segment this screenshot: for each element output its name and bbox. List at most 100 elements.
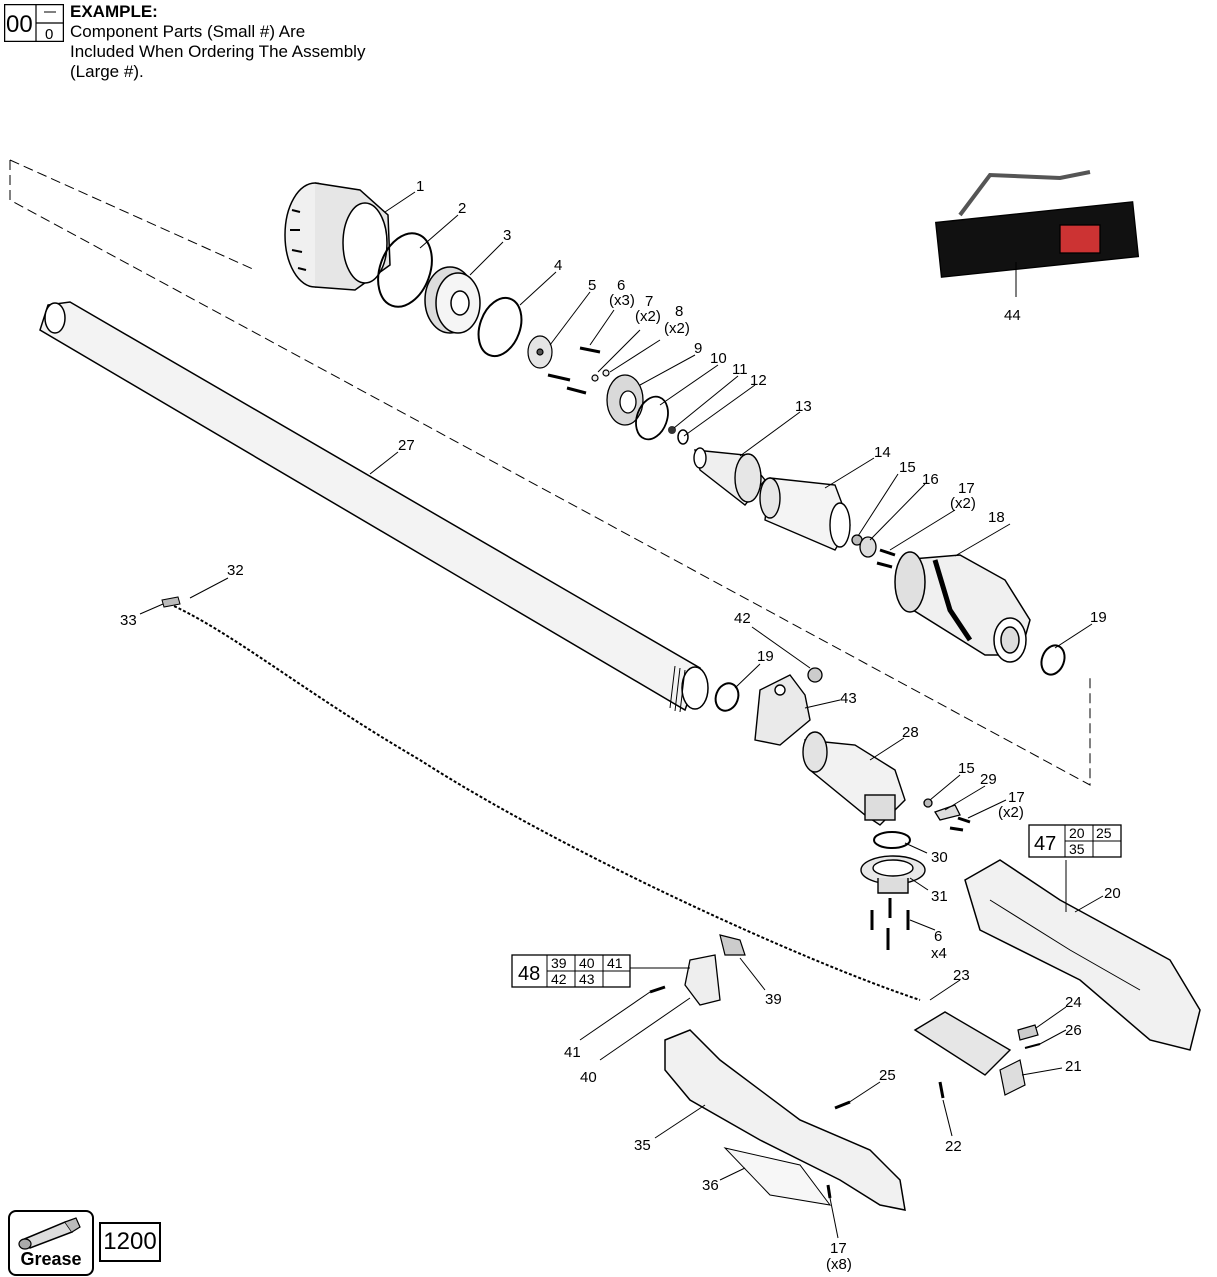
callout-2: 2 — [458, 200, 466, 217]
callout-3: 3 — [503, 227, 511, 244]
callout-27: 27 — [398, 437, 415, 454]
example-line-2: Included When Ordering The Assembly — [70, 42, 366, 61]
part-36-label — [723, 1147, 832, 1206]
callout-15-lower: 15 — [958, 760, 975, 777]
part-42-nut — [807, 667, 823, 683]
callout-17-lower-qty: (x8) — [826, 1256, 852, 1273]
callout-4: 4 — [554, 257, 562, 274]
part-18-gear-housing — [894, 551, 1031, 663]
assembly-47-table: 47 20 25 35 — [1028, 824, 1122, 858]
part-14-motor-can — [759, 477, 851, 551]
callout-36: 36 — [702, 1177, 719, 1194]
callout-6-lower: 6 — [934, 928, 942, 945]
callout-6: 6 — [617, 277, 625, 294]
callout-17-mid: 17 — [1008, 789, 1025, 806]
part-26-spring — [1024, 1043, 1041, 1049]
assembly-48-part-39: 39 — [551, 955, 567, 971]
callout-28: 28 — [902, 724, 919, 741]
part-24-clip — [1017, 1024, 1039, 1041]
part-44-carry-strap — [935, 170, 1140, 278]
part-20-housing-half — [964, 859, 1201, 1051]
callout-10: 10 — [710, 350, 727, 367]
part-3-cap — [424, 266, 481, 334]
grease-badge: Grease — [8, 1210, 94, 1276]
callout-1: 1 — [416, 178, 424, 195]
callout-32: 32 — [227, 562, 244, 579]
callout-35: 35 — [634, 1137, 651, 1154]
assembly-48-part-41: 41 — [607, 955, 623, 971]
part-10-oring — [635, 395, 669, 441]
callout-19-lower: 19 — [757, 648, 774, 665]
grease-tube-icon — [18, 1217, 81, 1250]
part-17-screws-lower — [826, 1184, 832, 1199]
part-32-33-wire — [164, 601, 921, 1001]
part-21-switch — [999, 1059, 1026, 1096]
part-22-screw — [938, 1081, 945, 1099]
callout-20: 20 — [1104, 885, 1121, 902]
callout-11: 11 — [732, 361, 748, 378]
callout-42: 42 — [734, 610, 751, 627]
assembly-48-part-43: 43 — [579, 971, 595, 987]
callout-43: 43 — [840, 690, 857, 707]
callout-44: 44 — [1004, 307, 1021, 324]
part-15-29-small — [923, 798, 971, 832]
part-25-screw — [834, 1100, 851, 1110]
part-28-angle-head — [802, 731, 906, 826]
callout-33: 33 — [120, 612, 137, 629]
part-41-screw — [649, 985, 666, 994]
part-13-motor — [693, 447, 766, 506]
part-9-bracket — [606, 374, 644, 426]
part-19-oring-lower — [714, 682, 740, 712]
callout-12: 12 — [750, 372, 767, 389]
part-1-collar — [284, 182, 391, 291]
callout-17: 17 — [958, 480, 975, 497]
part-40-clamp — [684, 954, 721, 1006]
callout-31: 31 — [931, 888, 948, 905]
part-12-ring — [677, 429, 689, 445]
extension-tube — [39, 301, 709, 713]
part-30-oring — [873, 831, 911, 849]
part-5-plate — [527, 335, 553, 369]
callout-6-qty: (x3) — [609, 292, 635, 309]
callout-8: 8 — [675, 303, 683, 320]
callout-numbers: 1 2 3 4 5 6 (x3) 7 (x2) 8 (x2) 9 10 11 1… — [120, 178, 1121, 1273]
callout-29: 29 — [980, 771, 997, 788]
callout-40: 40 — [580, 1069, 597, 1086]
callout-13: 13 — [795, 398, 812, 415]
callout-15: 15 — [899, 459, 916, 476]
callout-21: 21 — [1065, 1058, 1082, 1075]
assembly-47-part-20: 20 — [1069, 825, 1085, 841]
example-line-3: (Large #). — [70, 62, 144, 81]
callout-41: 41 — [564, 1044, 581, 1061]
callout-22: 22 — [945, 1138, 962, 1155]
callout-18: 18 — [988, 509, 1005, 526]
part-19-oring-upper — [1040, 644, 1066, 676]
screws-6-7-8 — [547, 346, 610, 395]
callout-23: 23 — [953, 967, 970, 984]
part-6-pins — [870, 898, 910, 950]
part-33-connector — [161, 596, 181, 608]
example-line-1: Component Parts (Small #) Are — [70, 22, 306, 41]
example-small-number: 0 — [45, 26, 53, 42]
part-2-oring — [377, 232, 433, 308]
grease-code: 1200 — [99, 1222, 161, 1262]
part-31-flange — [860, 855, 926, 894]
part-17-screws — [876, 548, 896, 569]
callout-8-qty: (x2) — [664, 320, 690, 337]
callout-16: 16 — [922, 471, 939, 488]
callout-24: 24 — [1065, 994, 1082, 1011]
part-15-16-washers — [851, 534, 877, 558]
callout-26: 26 — [1065, 1022, 1082, 1039]
assembly-47-number: 47 — [1034, 833, 1056, 855]
part-23-pcb — [913, 1011, 1012, 1076]
callout-5: 5 — [588, 277, 596, 294]
part-4-oring — [477, 296, 523, 358]
assembly-47-part-35: 35 — [1069, 841, 1085, 857]
callout-39: 39 — [765, 991, 782, 1008]
callout-14: 14 — [874, 444, 891, 461]
callout-17-lower: 17 — [830, 1240, 847, 1257]
example-big-number: 00 — [6, 11, 33, 38]
grease-label: Grease — [20, 1249, 82, 1269]
callout-30: 30 — [931, 849, 948, 866]
